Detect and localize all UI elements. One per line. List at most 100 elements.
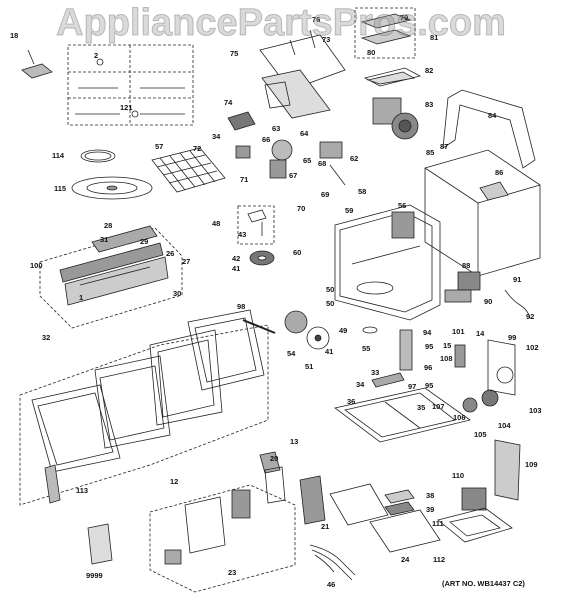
stirrer-fan: [249, 250, 275, 266]
callout-c48: 48: [212, 219, 220, 228]
callout-c108: 108: [440, 354, 453, 363]
callout-c110: 110: [452, 471, 464, 480]
oven-rack: [151, 147, 226, 193]
base-pan: [334, 387, 471, 443]
switch-part: [235, 145, 251, 159]
callout-c46: 46: [327, 580, 335, 589]
callout-c49: 49: [339, 326, 347, 335]
callout-c66: 66: [262, 135, 270, 144]
callout-c28: 28: [104, 221, 112, 230]
waveguide-bar: [242, 319, 276, 334]
callout-c51: 51: [305, 362, 313, 371]
hardware-kit-box: [67, 44, 194, 126]
callout-c62: 62: [350, 154, 358, 163]
stirrer-assembly: [237, 205, 275, 245]
outer-case: [424, 149, 541, 277]
callout-c67: 67: [289, 171, 297, 180]
air-duct-assembly: [259, 29, 346, 119]
callout-c9999: 9999: [86, 571, 103, 580]
callout-c13: 13: [290, 437, 298, 446]
callout-c56: 56: [398, 201, 406, 210]
transformer-assembly: [437, 487, 513, 543]
control-panel-group: [39, 225, 183, 329]
roller-ring: [80, 149, 116, 163]
callout-c96: 96: [424, 363, 432, 372]
callout-c113: 113: [76, 486, 88, 495]
callout-c23: 23: [228, 568, 236, 577]
callout-c30: 30: [173, 289, 181, 298]
callout-c43: 43: [238, 230, 246, 239]
callout-c32: 32: [42, 333, 50, 342]
wire-harness: [309, 544, 356, 581]
callout-c50a: 50: [326, 285, 334, 294]
callout-c64: 64: [300, 129, 309, 138]
art-number: (ART NO. WB14437 C2): [442, 579, 525, 588]
callout-c111: 111: [432, 519, 444, 528]
owners-manual: [87, 523, 113, 565]
callout-c81: 81: [430, 33, 438, 42]
callout-c34a: 34: [212, 132, 221, 141]
callout-c65: 65: [303, 156, 311, 165]
callout-c54: 54: [287, 349, 296, 358]
callout-c68: 68: [318, 159, 326, 168]
callout-c114: 114: [52, 151, 65, 160]
callout-c121: 121: [120, 103, 133, 112]
electronics-kit-group: [149, 484, 296, 593]
vent-damper-box: [354, 7, 416, 59]
callout-c27: 27: [182, 257, 190, 266]
grease-filters: [329, 483, 441, 553]
bracket-part: [371, 372, 405, 388]
callout-c87: 87: [440, 142, 448, 151]
callout-c31: 31: [100, 235, 108, 244]
callout-c41a: 41: [232, 264, 240, 273]
callout-c12: 12: [170, 477, 178, 486]
callout-c29: 29: [140, 237, 148, 246]
door-assembly: [19, 309, 269, 506]
callout-c50b: 50: [326, 299, 334, 308]
callout-c2: 2: [94, 51, 98, 60]
label-card: [21, 49, 53, 79]
callout-c94: 94: [423, 328, 432, 337]
callout-c36: 36: [347, 397, 355, 406]
callout-c101: 101: [452, 327, 465, 336]
door-handle: [44, 464, 61, 504]
callout-c63: 63: [272, 124, 280, 133]
callout-c38: 38: [426, 491, 434, 500]
callout-c70: 70: [297, 204, 305, 213]
blower-motor: [372, 97, 419, 140]
callout-c39: 39: [426, 505, 434, 514]
callout-c95a: 95: [425, 342, 433, 351]
callout-c102: 102: [526, 343, 539, 352]
callout-c85: 85: [426, 148, 434, 157]
callout-c1: 1: [79, 293, 83, 302]
callout-c14: 14: [476, 329, 485, 338]
callout-c18: 18: [10, 31, 18, 40]
callout-c106: 106: [453, 413, 466, 422]
callout-c98: 98: [237, 302, 245, 311]
callout-c99: 99: [508, 333, 516, 342]
mounting-plate: [442, 89, 536, 169]
callout-c107: 107: [432, 402, 445, 411]
callout-c83: 83: [425, 100, 433, 109]
latch-switch-assembly: [399, 329, 516, 413]
exhaust-adapter: [363, 67, 422, 87]
callout-c33: 33: [371, 368, 379, 377]
callout-c82: 82: [425, 66, 433, 75]
callout-c88: 88: [462, 261, 470, 270]
callout-c104: 104: [498, 421, 511, 430]
callout-c103: 103: [529, 406, 542, 415]
callout-c75: 75: [230, 49, 238, 58]
callout-c92: 92: [526, 312, 534, 321]
turntable-motor: [284, 310, 330, 350]
callout-c34b: 34: [356, 380, 365, 389]
callout-c60: 60: [293, 248, 301, 257]
callout-c79: 79: [400, 13, 408, 22]
glass-turntable-tray: [71, 176, 153, 200]
oven-cavity: [334, 204, 441, 321]
callout-c86: 86: [495, 168, 503, 177]
callout-c59: 59: [345, 206, 353, 215]
callout-c72: 72: [193, 144, 201, 153]
